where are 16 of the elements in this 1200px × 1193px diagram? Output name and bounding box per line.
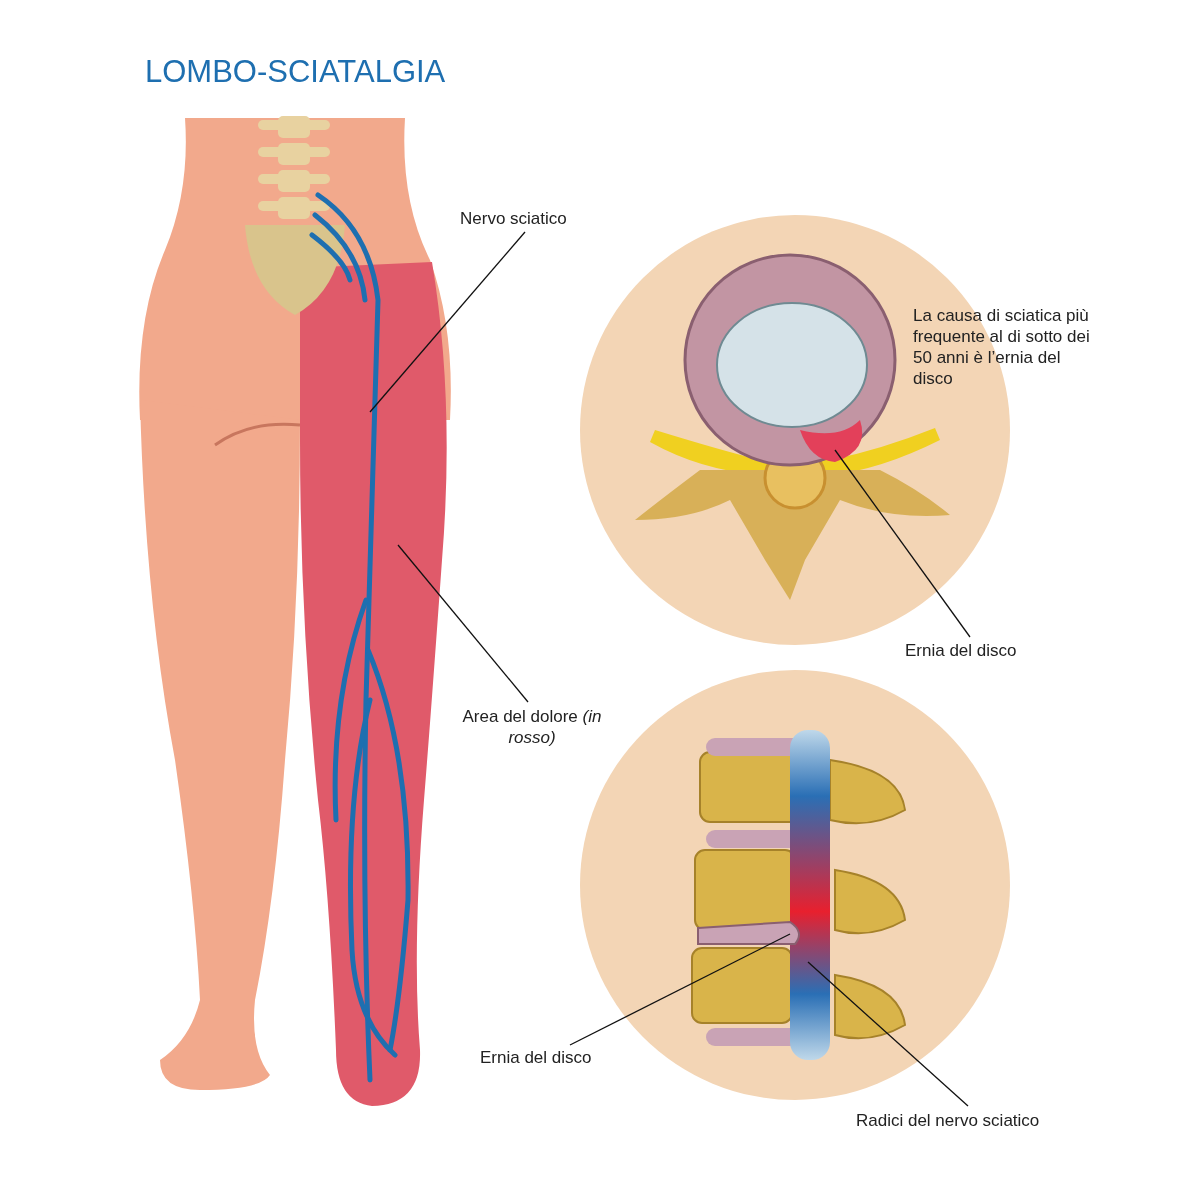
leader-line xyxy=(397,544,529,703)
callout-label: Ernia del disco xyxy=(905,640,1045,661)
nerve-roots xyxy=(790,730,830,1060)
leader-line xyxy=(369,231,526,413)
leader-line xyxy=(807,961,969,1107)
callout-label: Nervo sciatico xyxy=(460,208,660,229)
callout-label: Area del dolore (in rosso) xyxy=(462,706,602,748)
title: LOMBO-SCIATALGIA xyxy=(145,54,446,90)
callout-label: Ernia del disco xyxy=(480,1047,620,1068)
disc-herniation xyxy=(800,420,863,462)
leader-line xyxy=(834,449,971,638)
callout-label: Radici del nervo sciatico xyxy=(856,1110,1086,1131)
note-text: La causa di sciatica più frequente al di sotto dei 50 anni è l’ernia del disco xyxy=(913,305,1091,389)
sciatic-nerve xyxy=(309,192,411,1083)
pain-area xyxy=(300,262,447,1106)
leader-line xyxy=(569,933,791,1046)
